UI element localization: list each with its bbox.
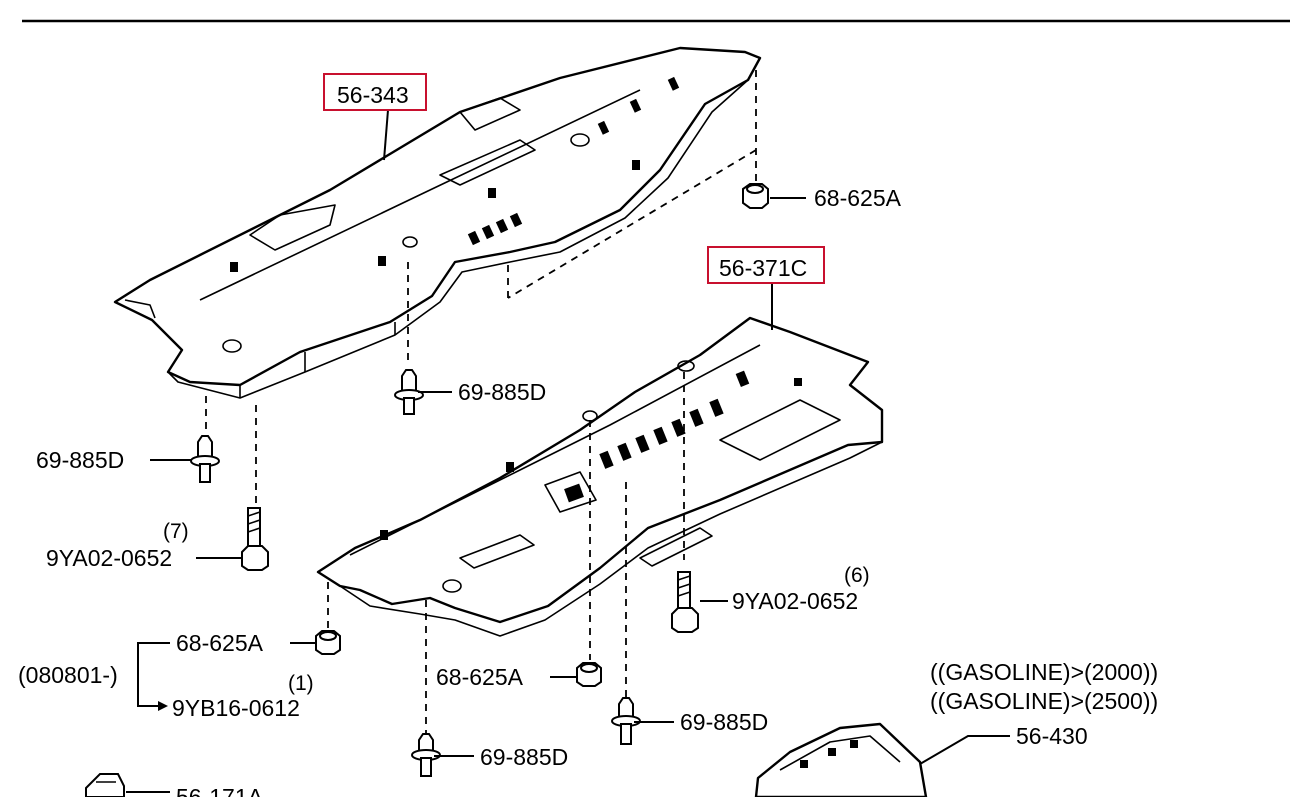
condition-label-1: ((GASOLINE)>(2000)) [930,659,1158,685]
part-label-nut-left[interactable]: 68-625A [176,630,264,656]
quantity-label-right-bolt: (6) [844,564,870,587]
bolt-icon [241,507,269,571]
part-label-bottom-part[interactable]: 56-171A [176,784,264,797]
part-label-bolt-alt[interactable]: 9YB16-0612 [172,695,300,721]
part-label-clip-center[interactable]: 69-885D [458,379,546,405]
part-label-bolt-left[interactable]: 9YA02-0652 [46,545,172,571]
nut-icon [742,183,769,209]
upper-under-cover-drawing[interactable] [113,46,762,399]
part-label-upper-cover[interactable]: 56-343 [337,82,409,108]
push-clip-icon [611,697,641,745]
engine-under-cover-drawing[interactable] [754,722,928,797]
part-label-clip-lower-center[interactable]: 69-885D [480,744,568,770]
part-label-clip-left[interactable]: 69-885D [36,447,124,473]
part-label-nut-center[interactable]: 68-625A [436,664,524,690]
quantity-label-left-bolt: (7) [163,520,189,543]
nut-icon [576,662,602,687]
condition-label-2: ((GASOLINE)>(2500)) [930,688,1158,714]
push-clip-icon [394,369,424,415]
push-clip-icon [411,733,441,777]
bolt-icon [671,571,699,633]
lower-under-cover-drawing[interactable] [316,316,884,637]
nut-icon [315,630,341,655]
date-range-label: (080801-) [18,662,118,688]
part-label-clip-lower-right[interactable]: 69-885D [680,709,768,735]
leader-lines [126,109,1010,793]
push-clip-icon [190,435,220,483]
highlight-box-upper-cover [323,73,427,111]
quantity-label-bolt-alt: (1) [288,672,314,695]
part-label-engine-cover[interactable]: 56-430 [1016,723,1088,749]
part-label-bolt-right[interactable]: 9YA02-0652 [732,588,858,614]
highlight-box-lower-cover [707,246,825,284]
small-bracket-icon [85,773,125,797]
part-label-lower-cover[interactable]: 56-371C [719,255,807,281]
part-label-nut-top[interactable]: 68-625A [814,185,902,211]
assembly-lines [205,70,757,734]
